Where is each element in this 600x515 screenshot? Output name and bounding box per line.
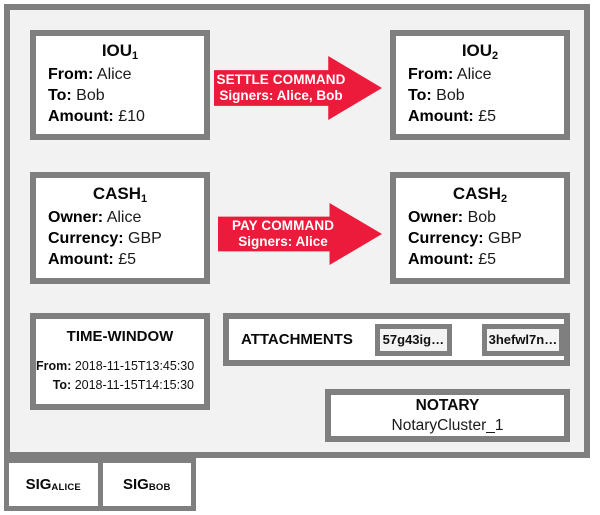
state-field-to: To: Bob	[48, 87, 105, 105]
state-field-amount: Amount: £10	[48, 108, 145, 126]
time-window-title: TIME-WINDOW	[66, 327, 174, 345]
state-box-cash-2[interactable]: CASH2 Owner: Bob Currency: GBP Amount: £…	[390, 172, 570, 284]
state-box-iou-1[interactable]: IOU1 From: Alice To: Bob Amount: £10	[30, 30, 210, 140]
command-name: PAY COMMAND	[231, 218, 335, 234]
notary-value: NotaryCluster_1	[391, 416, 504, 434]
state-field-currency: Currency: GBP	[48, 230, 162, 248]
attachment-chip[interactable]: 57g43ig…	[374, 323, 452, 356]
state-field-currency: Currency: GBP	[408, 230, 522, 248]
command-signers: Signers: Alice	[238, 234, 328, 249]
signature-subject: ALICE	[51, 482, 81, 493]
state-box-cash-1[interactable]: CASH1 Owner: Alice Currency: GBP Amount:…	[30, 172, 210, 284]
time-window-box[interactable]: TIME-WINDOW From: 2018-11-15T13:45:30 To…	[30, 313, 210, 410]
state-title: CASH1	[92, 184, 148, 206]
state-field-amount: Amount: £5	[408, 108, 497, 126]
time-window-from: From: 2018-11-15T13:45:30	[36, 358, 195, 373]
notary-box[interactable]: NOTARY NotaryCluster_1	[325, 389, 570, 442]
attachments-label: ATTACHMENTS	[241, 331, 353, 348]
signature-prefix: SIG	[122, 476, 149, 493]
command-signers: Signers: Alice, Bob	[219, 88, 343, 103]
state-field-to: To: Bob	[408, 87, 465, 105]
notary-title: NOTARY	[415, 397, 480, 415]
state-field-owner: Owner: Bob	[408, 209, 497, 227]
state-title: IOU2	[461, 41, 499, 63]
state-title: CASH2	[452, 184, 508, 206]
command-name: SETTLE COMMAND	[216, 72, 346, 88]
state-field-from: From: Alice	[408, 66, 492, 84]
attachments-box[interactable]: ATTACHMENTS 57g43ig… 3hefwl7n…	[223, 313, 570, 366]
signature-prefix: SIG	[25, 476, 52, 493]
state-title: IOU1	[101, 41, 139, 63]
state-field-from: From: Alice	[48, 66, 132, 84]
state-field-owner: Owner: Alice	[48, 209, 142, 227]
attachment-chip[interactable]: 3hefwl7n…	[481, 323, 564, 356]
state-box-iou-2[interactable]: IOU2 From: Alice To: Bob Amount: £5	[390, 30, 570, 140]
time-window-to: To: 2018-11-15T14:15:30	[52, 378, 194, 392]
state-field-amount: Amount: £5	[408, 251, 497, 269]
signature-subject: BOB	[148, 482, 171, 493]
state-field-amount: Amount: £5	[48, 251, 137, 269]
